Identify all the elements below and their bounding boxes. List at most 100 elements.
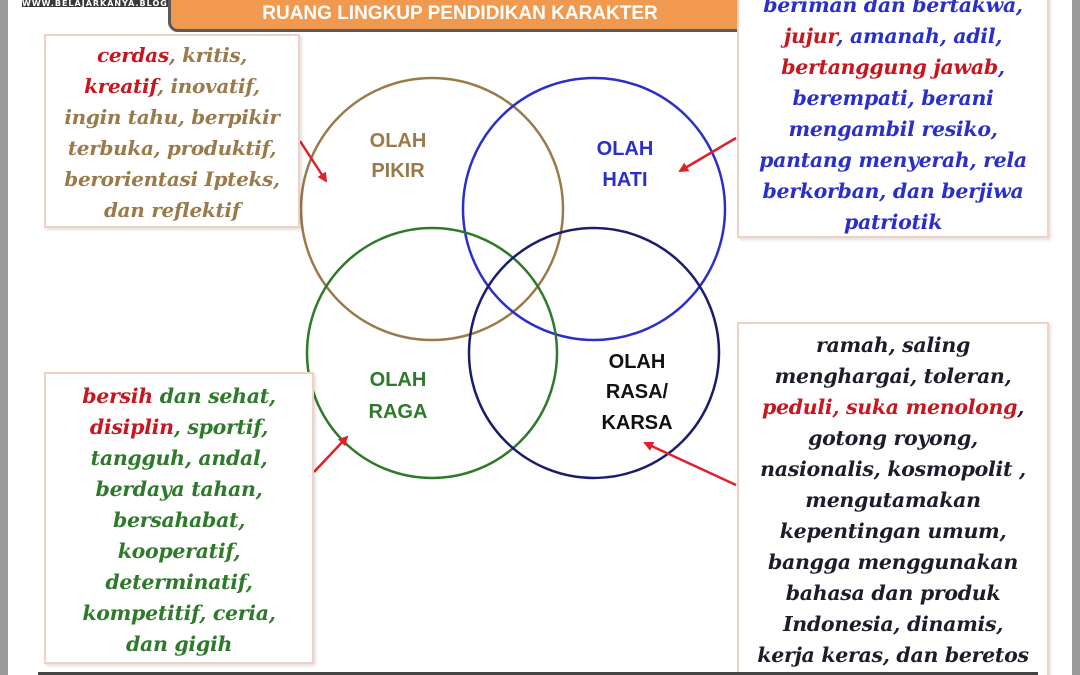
trait-line: berempati, berani: [739, 83, 1047, 114]
trait-text: nasionalis, kosmopolit ,: [760, 457, 1026, 481]
trait-line: terbuka, produktif,: [46, 133, 298, 164]
trait-text: bahasa dan produk: [785, 581, 1001, 605]
trait-line: nasionalis, kosmopolit ,: [739, 454, 1047, 485]
trait-line: berkorban, dan berjiwa: [739, 176, 1047, 207]
olah-hati-box: beriman dan bertakwa, jujur, amanah, adil…: [737, 0, 1049, 238]
label-hati-1: OLAH: [597, 138, 654, 160]
trait-text: ingin tahu, berpikir: [64, 105, 280, 129]
circle-olah-rasa: [467, 226, 721, 480]
trait-line: jujur, amanah, adil,: [739, 21, 1047, 52]
label-rasa-2: RASA/: [606, 381, 669, 403]
trait-text: kompetitif, ceria,: [82, 601, 276, 625]
trait-line: dan gigih: [46, 629, 312, 660]
trait-text: mengambil resiko,: [788, 117, 998, 141]
trait-text: kepentingan umum,: [779, 519, 1007, 543]
trait-text: , inovatif,: [157, 74, 260, 98]
highlighted-trait: cerdas: [96, 43, 169, 67]
trait-line: kreatif, inovatif,: [46, 71, 298, 102]
trait-line: peduli, suka menolong,: [739, 392, 1047, 423]
trait-line: tangguh, andal,: [46, 443, 312, 474]
trait-line: bangga menggunakan: [739, 547, 1047, 578]
highlighted-trait: bertanggung jawab: [781, 55, 998, 79]
trait-line: dan reflektif: [46, 195, 298, 226]
trait-text: bangga menggunakan: [768, 550, 1018, 574]
trait-text: , sportif,: [173, 415, 269, 439]
label-raga-2: RAGA: [369, 401, 428, 423]
bottom-divider: [38, 672, 1038, 675]
title-banner: RUANG LINGKUP PENDIDIKAN KARAKTER: [168, 0, 752, 32]
trait-line: beriman dan bertakwa,: [739, 0, 1047, 21]
trait-text: menghargai, toleran,: [774, 364, 1012, 388]
label-hati-2: HATI: [602, 169, 647, 191]
trait-text: berkorban, dan berjiwa: [762, 179, 1024, 203]
trait-text: Indonesia, dinamis,: [782, 612, 1004, 636]
arrow-hati: [678, 136, 737, 173]
trait-text: pantang menyerah, rela: [759, 148, 1027, 172]
trait-line: gotong royong,: [739, 423, 1047, 454]
trait-text: patriotik: [843, 210, 943, 234]
trait-line: mengutamakan: [739, 485, 1047, 516]
trait-line: determinatif,: [46, 567, 312, 598]
trait-text: ,: [997, 55, 1005, 79]
trait-text: beriman dan bertakwa,: [763, 0, 1023, 17]
olah-rasa-box: ramah, saling menghargai, toleran, peduli,…: [737, 322, 1049, 675]
trait-line: kepentingan umum,: [739, 516, 1047, 547]
trait-line: disiplin, sportif,: [46, 412, 312, 443]
arrow-rasa: [643, 441, 737, 487]
trait-text: kooperatif,: [117, 539, 241, 563]
trait-text: , amanah, adil,: [836, 24, 1003, 48]
trait-line: menghargai, toleran,: [739, 361, 1047, 392]
venn-diagram: OLAH PIKIR OLAH HATI OLAH RAGA OLAH RASA…: [298, 76, 737, 487]
trait-line: berorientasi Ipteks,: [46, 164, 298, 195]
trait-line: kompetitif, ceria,: [46, 598, 312, 629]
trait-text: gotong royong,: [808, 426, 978, 450]
trait-text: tangguh, andal,: [90, 446, 268, 470]
trait-line: pantang menyerah, rela: [739, 145, 1047, 176]
trait-line: berdaya tahan,: [46, 474, 312, 505]
trait-text: dan sehat,: [152, 384, 276, 408]
trait-text: kerja keras, dan beretos: [757, 643, 1029, 667]
trait-line: ramah, saling: [739, 330, 1047, 361]
trait-text: terbuka, produktif,: [67, 136, 277, 160]
highlighted-trait: jujur: [783, 24, 837, 48]
label-pikir-1: OLAH: [370, 130, 427, 152]
trait-line: bertanggung jawab,: [739, 52, 1047, 83]
trait-line: kooperatif,: [46, 536, 312, 567]
trait-line: mengambil resiko,: [739, 114, 1047, 145]
trait-text: berdaya tahan,: [95, 477, 263, 501]
trait-line: bersahabat,: [46, 505, 312, 536]
circle-olah-pikir: [299, 76, 565, 342]
label-raga-1: OLAH: [370, 369, 427, 391]
circle-olah-raga: [305, 226, 559, 480]
trait-text: dan reflektif: [103, 198, 241, 222]
trait-text: ramah, saling: [816, 333, 970, 357]
trait-line: bahasa dan produk: [739, 578, 1047, 609]
trait-text: ,: [1017, 395, 1025, 419]
circle-olah-hati: [461, 76, 727, 342]
arrow-raga: [313, 435, 349, 473]
olah-raga-box: bersih dan sehat,disiplin, sportif,tangg…: [44, 372, 314, 664]
trait-text: bersahabat,: [112, 508, 246, 532]
label-pikir-2: PIKIR: [371, 160, 425, 182]
trait-line: cerdas, kritis,: [46, 40, 298, 71]
diagram-canvas: WWW.BELAJARKANYA.BLOGSPOT RUANG LINGKUP …: [8, 0, 1072, 675]
olah-pikir-box: cerdas, kritis,kreatif, inovatif,ingin t…: [44, 34, 300, 228]
trait-text: dan gigih: [125, 632, 233, 656]
trait-line: kerja keras, dan beretos: [739, 640, 1047, 671]
trait-line: bersih dan sehat,: [46, 381, 312, 412]
trait-text: determinatif,: [105, 570, 253, 594]
diagram-title: RUANG LINGKUP PENDIDIKAN KARAKTER: [262, 3, 658, 24]
highlighted-trait: bersih: [82, 384, 153, 408]
label-rasa-3: KARSA: [601, 412, 672, 434]
highlighted-trait: kreatif: [84, 74, 158, 98]
highlighted-trait: disiplin: [89, 415, 174, 439]
trait-text: berempati, berani: [792, 86, 994, 110]
label-rasa-1: OLAH: [609, 351, 666, 373]
highlighted-trait: peduli, suka menolong: [761, 395, 1018, 419]
arrow-pikir: [298, 140, 328, 183]
trait-line: ingin tahu, berpikir: [46, 102, 298, 133]
trait-text: , kritis,: [168, 43, 248, 67]
trait-line: Indonesia, dinamis,: [739, 609, 1047, 640]
trait-text: berorientasi Ipteks,: [64, 167, 280, 191]
trait-text: mengutamakan: [805, 488, 981, 512]
